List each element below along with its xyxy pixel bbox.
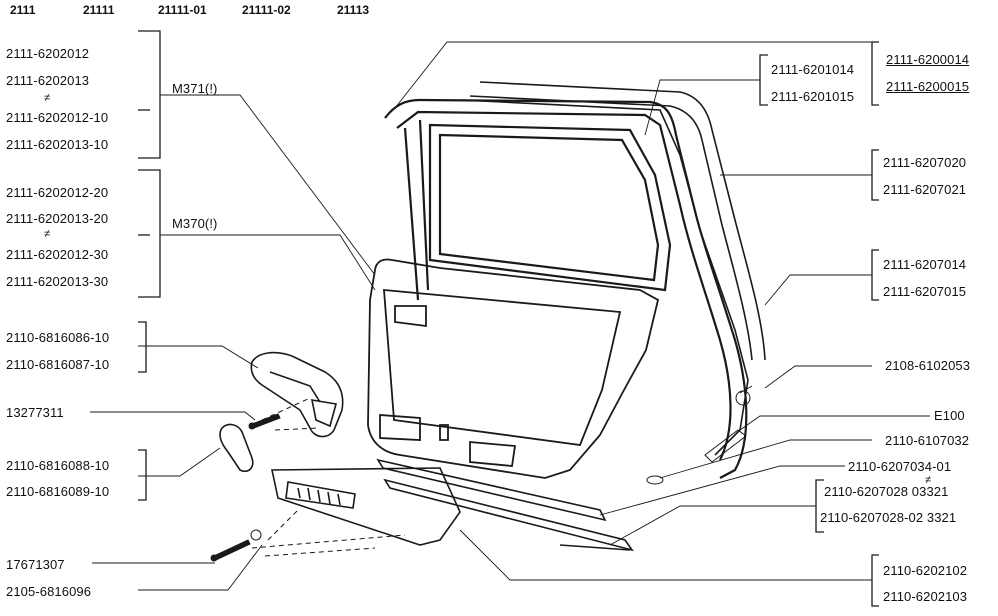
pull-handle (219, 423, 254, 473)
bracket-group-1 (138, 30, 161, 159)
part-2110-6816089-10: 2110-6816089-10 (6, 484, 110, 499)
part-2110-6207028-02-3321: 2110-6207028-02 3321 (820, 510, 957, 525)
not-equal-sign-1: ≠ (44, 92, 51, 104)
part-e100: E100 (934, 408, 965, 423)
grommet-shape (735, 390, 751, 406)
part-2111-6202013-10: 2111-6202013-10 (6, 137, 109, 152)
note-m370: M370(!) (172, 216, 218, 231)
clip-shape (250, 529, 262, 541)
part-2111-6202012: 2111-6202012 (6, 46, 90, 61)
part-2111-6207014: 2111-6207014 (883, 257, 967, 272)
note-m371: M371(!) (172, 81, 218, 96)
part-2111-6200014: 2111-6200014 (886, 52, 970, 67)
part-2110-6816086-10: 2110-6816086-10 (6, 330, 110, 345)
lower-strips (376, 458, 634, 552)
model-21111-02: 21111-02 (242, 3, 291, 17)
part-2110-6202103: 2110-6202103 (883, 589, 968, 604)
part-2111-6207021: 2111-6207021 (883, 182, 967, 197)
part-2110-6207034-01: 2110-6207034-01 (848, 459, 952, 474)
part-2111-6202012-10: 2111-6202012-10 (6, 110, 109, 125)
armrest-handle (250, 351, 344, 438)
lower-trim (271, 467, 461, 546)
part-2111-6202013-30: 2111-6202013-30 (6, 274, 109, 289)
part-2110-6816088-10: 2110-6816088-10 (6, 458, 110, 473)
part-2111-6202012-30: 2111-6202012-30 (6, 247, 109, 262)
seals (461, 81, 766, 456)
part-2111-6202013-20: 2111-6202013-20 (6, 211, 109, 226)
part-17671307: 17671307 (6, 557, 65, 572)
part-2111-6202012-20: 2111-6202012-20 (6, 185, 109, 200)
part-2111-6200015: 2111-6200015 (886, 79, 970, 94)
screw-shape (251, 413, 281, 429)
not-equal-sign-2: ≠ (44, 228, 51, 240)
part-2110-6107032: 2110-6107032 (885, 433, 970, 448)
model-21111-01: 21111-01 (158, 3, 207, 17)
plug-shape (646, 475, 664, 485)
bolt-shape (213, 539, 251, 561)
part-2111-6201015: 2111-6201015 (771, 89, 855, 104)
door-outline (384, 98, 748, 479)
not-equal-sign-3: ≠ (925, 474, 932, 486)
part-2105-6816096: 2105-6816096 (6, 584, 92, 599)
model-21113: 21113 (337, 3, 370, 17)
part-2111-6201014: 2111-6201014 (771, 62, 855, 77)
part-2108-6102053: 2108-6102053 (885, 358, 971, 373)
model-21111: 21111 (83, 3, 115, 17)
vent-shape (704, 429, 747, 463)
trim-panel (367, 258, 660, 479)
part-2111-6207020: 2111-6207020 (883, 155, 967, 170)
part-13277311: 13277311 (6, 405, 64, 420)
part-2110-6207028-03321: 2110-6207028 03321 (824, 484, 949, 499)
part-2111-6207015: 2111-6207015 (883, 284, 967, 299)
part-2110-6816087-10: 2110-6816087-10 (6, 357, 110, 372)
model-2111: 2111 (10, 3, 36, 17)
part-2110-6202102: 2110-6202102 (883, 563, 968, 578)
bracket-group-2 (138, 169, 161, 298)
part-2111-6202013: 2111-6202013 (6, 73, 90, 88)
